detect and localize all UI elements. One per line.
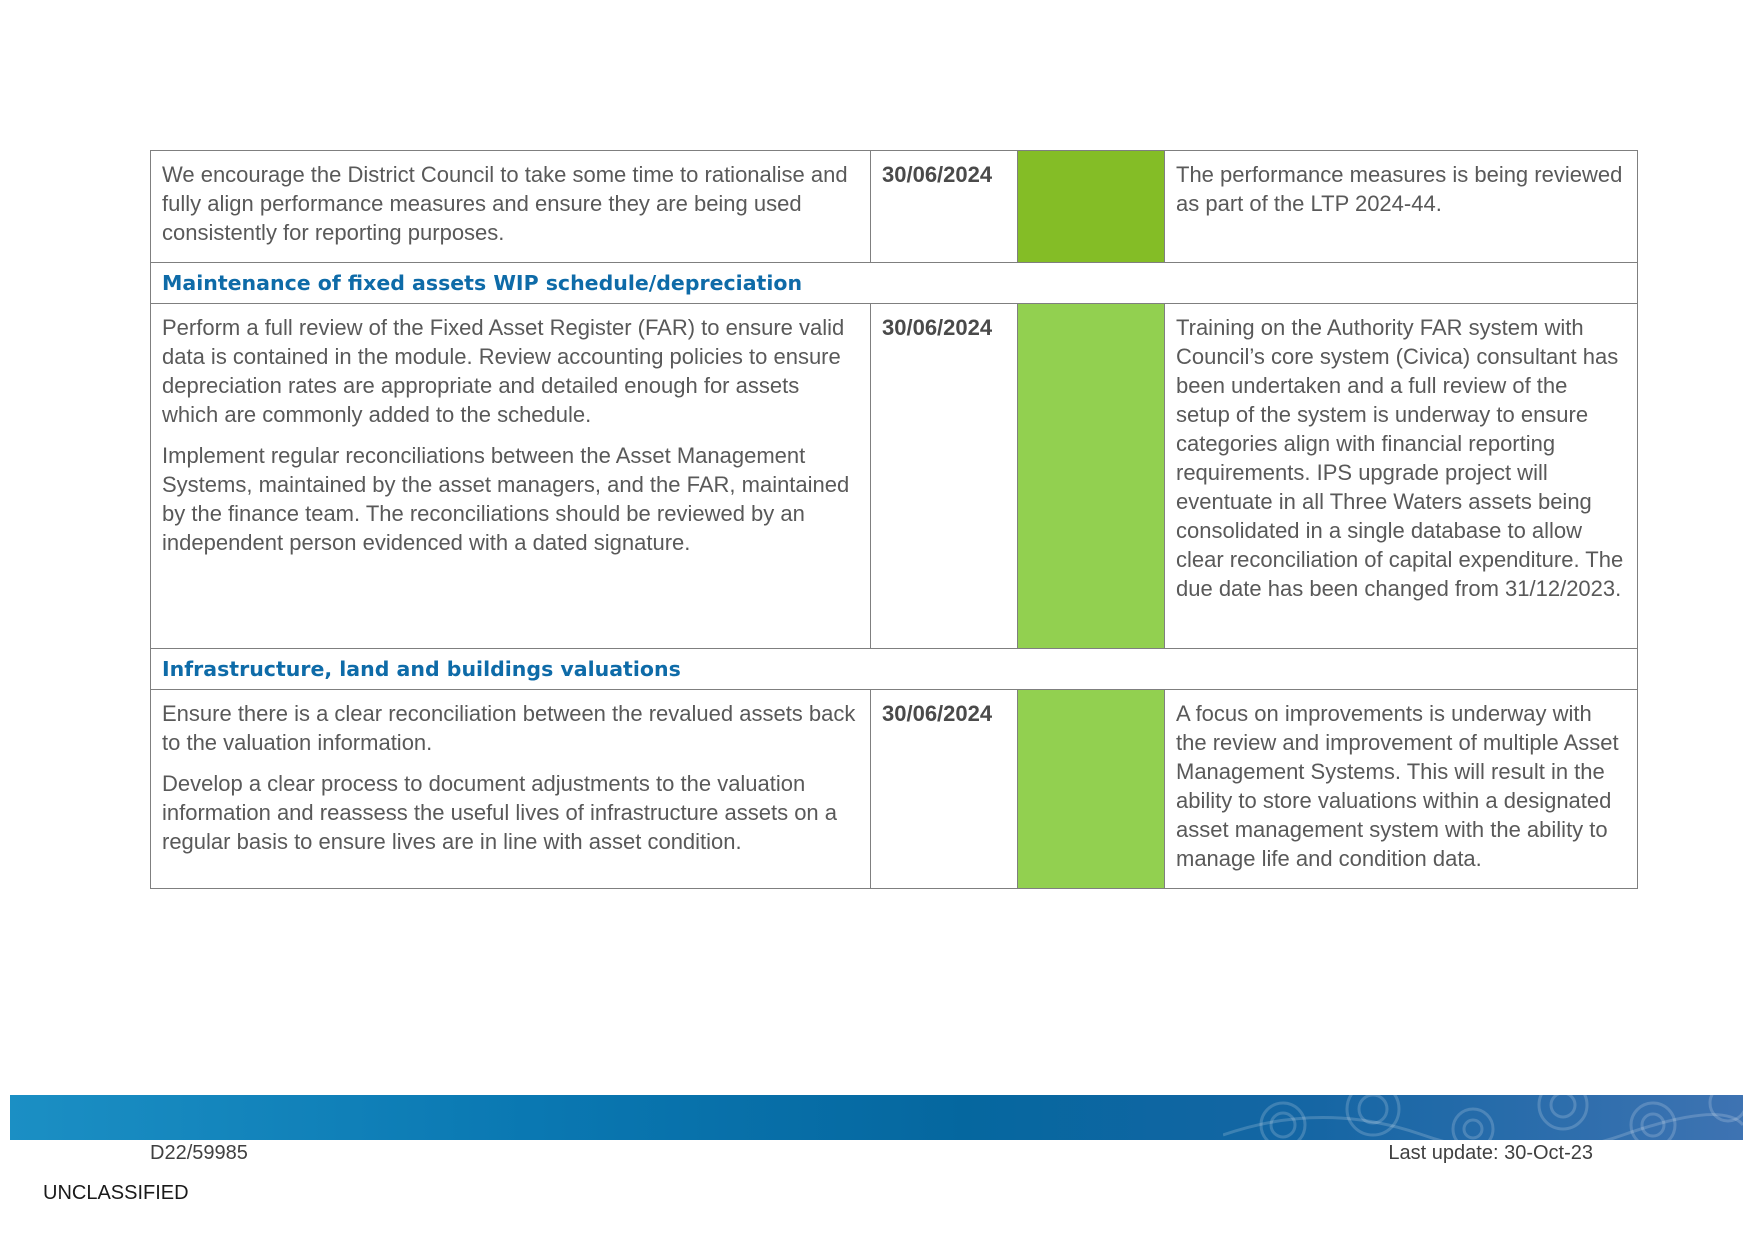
status-indicator: [1017, 689, 1165, 889]
section-heading-row: Infrastructure, land and buildings valua…: [150, 648, 1638, 690]
comment-cell: The performance measures is being review…: [1164, 150, 1638, 263]
section-heading: Maintenance of fixed assets WIP schedule…: [150, 262, 1638, 304]
comment-cell: Training on the Authority FAR system wit…: [1164, 303, 1638, 649]
table-row: Perform a full review of the Fixed Asset…: [150, 303, 1638, 649]
recommendation-text: Implement regular reconciliations betwee…: [162, 443, 850, 555]
table-row: We encourage the District Council to tak…: [150, 150, 1638, 263]
status-indicator: [1017, 150, 1165, 263]
classification-label: UNCLASSIFIED: [43, 1182, 189, 1204]
koru-pattern-graphic: [1223, 1095, 1743, 1140]
recommendation-cell: Ensure there is a clear reconciliation b…: [150, 689, 871, 889]
section-heading-row: Maintenance of fixed assets WIP schedule…: [150, 262, 1638, 304]
due-date-cell: 30/06/2024: [870, 689, 1018, 889]
table-row: Ensure there is a clear reconciliation b…: [150, 689, 1638, 889]
recommendation-text: We encourage the District Council to tak…: [162, 162, 848, 245]
last-update-date: Last update: 30-Oct-23: [1388, 1142, 1593, 1164]
comment-cell: A focus on improvements is underway with…: [1164, 689, 1638, 889]
due-date-cell: 30/06/2024: [870, 150, 1018, 263]
section-heading: Infrastructure, land and buildings valua…: [150, 648, 1638, 690]
status-indicator: [1017, 303, 1165, 649]
recommendation-text: Ensure there is a clear reconciliation b…: [162, 701, 856, 755]
recommendation-cell: We encourage the District Council to tak…: [150, 150, 871, 263]
footer-banner: [10, 1095, 1743, 1140]
recommendation-text: Develop a clear process to document adju…: [162, 771, 838, 854]
recommendations-table: We encourage the District Council to tak…: [150, 150, 1638, 889]
recommendation-text: Perform a full review of the Fixed Asset…: [162, 315, 845, 427]
due-date-cell: 30/06/2024: [870, 303, 1018, 649]
document-reference: D22/59985: [150, 1142, 248, 1164]
recommendation-cell: Perform a full review of the Fixed Asset…: [150, 303, 871, 649]
